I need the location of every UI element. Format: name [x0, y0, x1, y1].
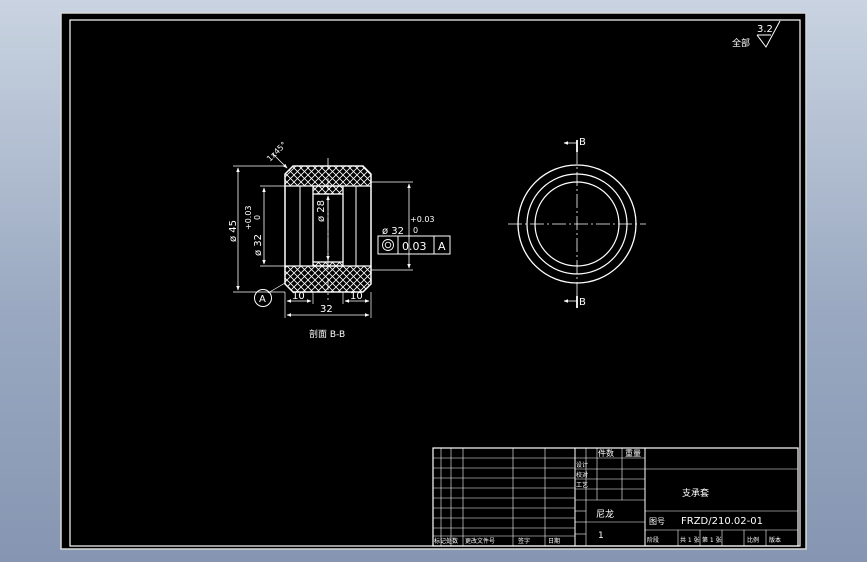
part-name: 支承套 [682, 487, 709, 499]
section-label-bottom: B [579, 297, 586, 308]
dim-outer-diameter: ø 45 [228, 220, 239, 242]
material-label: 尼龙 [596, 508, 614, 520]
footer-doc: 更改文件号 [465, 537, 495, 545]
tolerance-datum: A [438, 240, 446, 253]
footer-sheet-no: 第 1 张 [702, 536, 722, 544]
callout-tolerance-upper: +0.03 [410, 215, 435, 224]
dim-tolerance-lower: 0 [253, 215, 262, 220]
dim-bore: ø 28 [316, 200, 327, 222]
dim-width-left: 10 [292, 291, 305, 302]
header-weight: 重量 [625, 448, 641, 458]
datum-circle [254, 289, 272, 307]
footer-sheet-total: 共 1 张 [680, 536, 700, 544]
quantity: 1 [598, 531, 604, 541]
title-block [432, 447, 799, 547]
footer-scale: 比例 [747, 536, 759, 544]
dim-width-right: 10 [350, 291, 363, 302]
dim-tolerance-upper: +0.03 [244, 205, 253, 230]
drawing-no-label: 图号 [649, 517, 665, 526]
geometric-tolerance-frame: 0.03 A [377, 235, 451, 255]
surface-finish-label: 全部 [732, 37, 750, 49]
section-view: ø 45 ø 32 +0.03 0 ø 28 1x45° ø 32 +0.03 … [228, 140, 451, 340]
drawing-number: FRZD/210.02-01 [681, 516, 763, 527]
footer-version: 版本 [769, 536, 781, 544]
callout-tolerance-lower: 0 [413, 226, 418, 235]
end-view: B B [508, 137, 646, 308]
footer-sign: 签字 [518, 537, 530, 545]
dim-total-length: 32 [320, 304, 333, 315]
footer-date: 日期 [548, 537, 560, 545]
header-count: 件数 [598, 448, 614, 458]
datum-label: A [259, 294, 266, 305]
dim-inner-diameter: ø 32 [253, 234, 264, 256]
surface-finish-value: 3.2 [757, 24, 773, 35]
concentricity-icon [382, 239, 394, 251]
footer-mark: 标记 [434, 537, 446, 545]
section-label-top: B [579, 137, 586, 148]
row-check: 校对 [576, 471, 588, 479]
tolerance-value: 0.03 [402, 240, 427, 253]
title-block-text: 件数 重量 设计 校对 工艺 支承套 尼龙 1 图号 FRZD/210.02-0… [434, 448, 781, 545]
callout-diameter: ø 32 [382, 226, 404, 237]
surface-finish-symbol: 全部 3.2 [732, 20, 781, 49]
footer-stage: 阶段 [647, 536, 659, 544]
row-design: 设计 [576, 461, 588, 469]
footer-qty: 处数 [446, 537, 458, 545]
section-caption: 剖面 B-B [309, 328, 345, 340]
row-process: 工艺 [576, 481, 588, 489]
